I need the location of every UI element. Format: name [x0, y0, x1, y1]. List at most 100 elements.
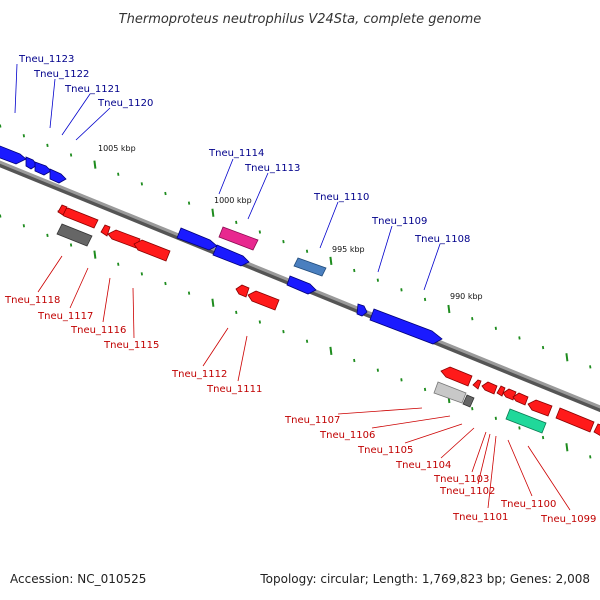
label-tneu-1116[interactable]: Tneu_1116: [70, 325, 126, 336]
gene-tneu-1115[interactable]: [133, 239, 171, 262]
gene-tneu-1116b[interactable]: [107, 229, 141, 249]
tick-mark: [494, 416, 497, 420]
topology-label: Topology: circular; Length: 1,769,823 bp…: [260, 572, 590, 586]
tick-mark: [305, 249, 309, 253]
leader-line: [471, 431, 487, 473]
label-tneu-1108[interactable]: Tneu_1108: [414, 234, 470, 245]
label-tneu-1105[interactable]: Tneu_1105: [357, 445, 413, 456]
gene-tneu-1100[interactable]: [512, 392, 529, 406]
gene-tneu-1099[interactable]: [527, 399, 553, 417]
label-tneu-1102[interactable]: Tneu_1102: [439, 486, 495, 497]
gene-tneu-1109[interactable]: [356, 303, 368, 317]
label-tneu-1099[interactable]: Tneu_1099: [540, 514, 596, 525]
gene-tneu-1098[interactable]: [555, 407, 595, 433]
label-tneu-1115[interactable]: Tneu_1115: [103, 340, 159, 351]
tick-mark: [235, 310, 238, 315]
tick-mark: [22, 134, 25, 138]
gene-tneu-1120[interactable]: [49, 168, 67, 184]
gene-tneu-1121[interactable]: [34, 161, 52, 176]
tick-mark: [400, 378, 403, 382]
label-tneu-1100[interactable]: Tneu_1100: [500, 499, 556, 510]
reverse-gene-labels: Tneu_1118 Tneu_1117 Tneu_1116 Tneu_1115 …: [4, 255, 596, 525]
gene-tneu-1110b[interactable]: [286, 275, 317, 295]
tick-mark: [69, 153, 73, 157]
scale-label-1000: 1000 kbp: [214, 196, 252, 205]
gene-tneu-1110[interactable]: [293, 257, 327, 277]
gene-tneu-1114b[interactable]: [212, 244, 250, 267]
leader-line: [377, 225, 393, 273]
tick-mark: [541, 345, 545, 350]
label-tneu-1122[interactable]: Tneu_1122: [33, 69, 89, 80]
tick-mark: [0, 214, 2, 218]
gene-tneu-1107[interactable]: [433, 381, 467, 404]
gene-tneu-1105[interactable]: [440, 366, 473, 387]
leader-line: [487, 435, 497, 509]
tick-mark: [589, 455, 592, 459]
gene-tneu-1123[interactable]: [0, 144, 27, 165]
label-tneu-1113[interactable]: Tneu_1113: [244, 163, 300, 174]
label-tneu-1103[interactable]: Tneu_1103: [433, 474, 489, 485]
tick-mark: [329, 256, 333, 266]
label-tneu-1118[interactable]: Tneu_1118: [4, 295, 60, 306]
label-tneu-1112[interactable]: Tneu_1112: [171, 369, 227, 380]
label-tneu-1111[interactable]: Tneu_1111: [206, 384, 262, 395]
tick-mark: [235, 220, 238, 225]
tick-mark: [69, 243, 73, 247]
gene-tneu-1102[interactable]: [496, 385, 506, 397]
label-tneu-1121[interactable]: Tneu_1121: [64, 84, 120, 95]
gene-tneu-1099-rna[interactable]: [505, 408, 547, 434]
label-tneu-1107[interactable]: Tneu_1107: [284, 415, 340, 426]
leader-line: [507, 439, 533, 497]
leader-line: [102, 277, 111, 323]
tick-mark: [353, 268, 356, 273]
tick-mark: [0, 124, 2, 128]
gene-tneu-1113[interactable]: [218, 226, 259, 251]
tick-mark: [518, 426, 521, 430]
label-tneu-1101[interactable]: Tneu_1101: [452, 512, 508, 523]
tick-mark: [376, 368, 379, 372]
leader-line: [37, 255, 63, 293]
tick-mark: [565, 443, 569, 452]
gene-tneu-1117[interactable]: [56, 223, 93, 247]
tick-mark: [494, 326, 497, 330]
gene-tneu-1111[interactable]: [247, 290, 280, 311]
tick-mark: [353, 358, 356, 363]
label-tneu-1120[interactable]: Tneu_1120: [97, 98, 153, 109]
forward-strand-features: [0, 144, 443, 345]
gene-tneu-1122[interactable]: [25, 156, 38, 170]
gene-tneu-1118-small[interactable]: [57, 204, 68, 216]
gene-tneu-1097[interactable]: [593, 423, 600, 436]
tick-mark: [164, 281, 167, 286]
gene-tneu-1114[interactable]: [176, 227, 218, 251]
tick-mark: [140, 182, 143, 186]
label-tneu-1109[interactable]: Tneu_1109: [371, 216, 427, 227]
gene-tneu-1112[interactable]: [235, 284, 250, 298]
leader-line: [337, 407, 423, 415]
tick-mark: [423, 387, 427, 392]
tick-mark: [329, 346, 333, 356]
tick-mark: [46, 233, 49, 237]
gene-tneu-1104[interactable]: [472, 379, 482, 390]
scale-label-995: 995 kbp: [332, 245, 365, 254]
gene-tneu-1106[interactable]: [462, 394, 475, 408]
scale-label-990: 990 kbp: [450, 292, 483, 301]
tick-mark: [400, 288, 403, 292]
gene-tneu-1108[interactable]: [369, 308, 443, 345]
leader-line: [404, 423, 463, 444]
leader-line: [319, 201, 339, 249]
tick-mark: [282, 239, 285, 244]
label-tneu-1106[interactable]: Tneu_1106: [319, 430, 375, 441]
label-tneu-1104[interactable]: Tneu_1104: [395, 460, 451, 471]
leader-line: [202, 327, 229, 367]
leader-line: [69, 267, 89, 309]
gene-tneu-1103[interactable]: [481, 381, 498, 395]
label-tneu-1123[interactable]: Tneu_1123: [18, 54, 74, 65]
tick-mark: [423, 297, 427, 302]
label-tneu-1110[interactable]: Tneu_1110: [313, 192, 369, 203]
label-tneu-1114[interactable]: Tneu_1114: [208, 148, 264, 159]
leader-line: [132, 287, 135, 339]
label-tneu-1117[interactable]: Tneu_1117: [37, 311, 93, 322]
gene-tneu-1116[interactable]: [100, 224, 111, 237]
tick-mark: [282, 329, 285, 334]
